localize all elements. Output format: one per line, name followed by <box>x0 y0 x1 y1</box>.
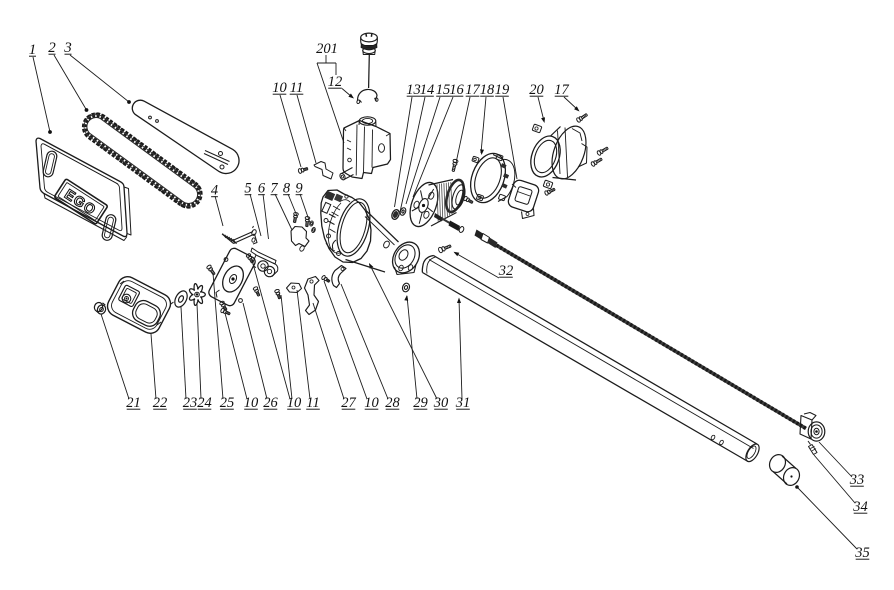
svg-text:4: 4 <box>211 183 218 199</box>
svg-text:20: 20 <box>529 82 544 98</box>
svg-text:24: 24 <box>197 395 212 411</box>
svg-text:14: 14 <box>420 82 435 98</box>
svg-text:32: 32 <box>498 263 514 279</box>
svg-text:35: 35 <box>854 545 870 561</box>
svg-text:18: 18 <box>480 82 495 98</box>
svg-text:2: 2 <box>48 40 56 56</box>
svg-text:31: 31 <box>455 395 471 411</box>
svg-text:19: 19 <box>495 82 510 98</box>
svg-text:11: 11 <box>306 395 319 411</box>
svg-text:10: 10 <box>364 395 379 411</box>
svg-text:16: 16 <box>449 82 464 98</box>
svg-text:13: 13 <box>406 82 421 98</box>
svg-text:30: 30 <box>433 395 449 411</box>
svg-text:34: 34 <box>852 499 868 515</box>
svg-text:22: 22 <box>153 395 168 411</box>
svg-text:6: 6 <box>258 181 266 197</box>
svg-text:29: 29 <box>413 395 428 411</box>
svg-text:23: 23 <box>183 395 198 411</box>
svg-text:17: 17 <box>465 82 480 98</box>
svg-text:28: 28 <box>385 395 400 411</box>
svg-text:33: 33 <box>849 472 865 488</box>
svg-text:10: 10 <box>244 395 259 411</box>
svg-text:25: 25 <box>220 395 235 411</box>
svg-text:26: 26 <box>263 395 278 411</box>
svg-text:12: 12 <box>328 74 343 90</box>
svg-text:8: 8 <box>283 181 291 197</box>
svg-text:5: 5 <box>244 181 251 197</box>
svg-text:27: 27 <box>341 395 356 411</box>
svg-text:3: 3 <box>63 40 72 56</box>
svg-text:10: 10 <box>272 80 287 96</box>
svg-text:21: 21 <box>126 395 141 411</box>
svg-text:17: 17 <box>554 82 569 98</box>
svg-text:7: 7 <box>270 181 278 197</box>
svg-text:201: 201 <box>316 41 338 57</box>
svg-text:9: 9 <box>295 181 303 197</box>
svg-text:11: 11 <box>290 80 303 96</box>
svg-text:10: 10 <box>287 395 302 411</box>
svg-text:15: 15 <box>436 82 451 98</box>
svg-text:1: 1 <box>29 42 37 58</box>
